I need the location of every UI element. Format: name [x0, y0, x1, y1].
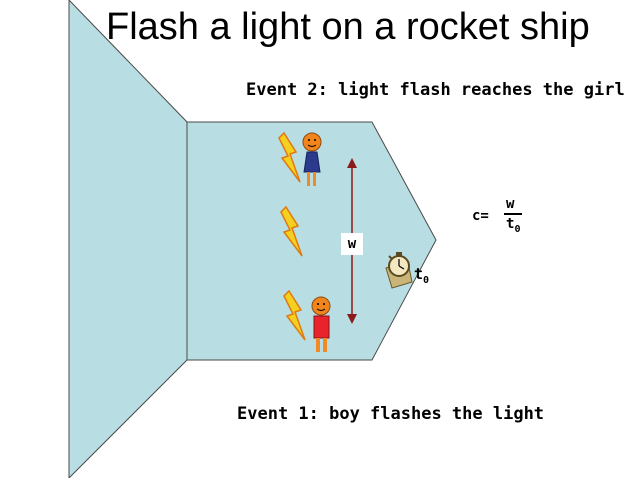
- rocket-body: [186, 121, 437, 361]
- boy-figure: [311, 296, 331, 352]
- girl-head: [302, 132, 322, 152]
- boy-head: [311, 296, 331, 316]
- lightning-bolt-icon: [283, 289, 306, 341]
- time-label: t0: [414, 265, 430, 286]
- girl-figure: [302, 132, 322, 186]
- boy-shirt: [313, 315, 330, 339]
- width-label: w: [341, 233, 363, 255]
- rocket-tail-fin: [68, 0, 188, 478]
- lightning-bolt-icon: [278, 131, 301, 183]
- stopwatch-icon: [385, 252, 413, 289]
- event-2-label: Event 2: light flash reaches the girl: [246, 80, 625, 100]
- fraction-bar: [504, 213, 522, 215]
- lightning-bolt-icon: [280, 205, 303, 257]
- event-1-label: Event 1: boy flashes the light: [237, 404, 545, 424]
- formula-numerator: w: [506, 196, 515, 212]
- formula-denominator: t0: [506, 216, 521, 235]
- girl-dress: [303, 151, 321, 173]
- formula-c: c=: [472, 208, 489, 224]
- slide-title: Flash a light on a rocket ship: [106, 6, 590, 48]
